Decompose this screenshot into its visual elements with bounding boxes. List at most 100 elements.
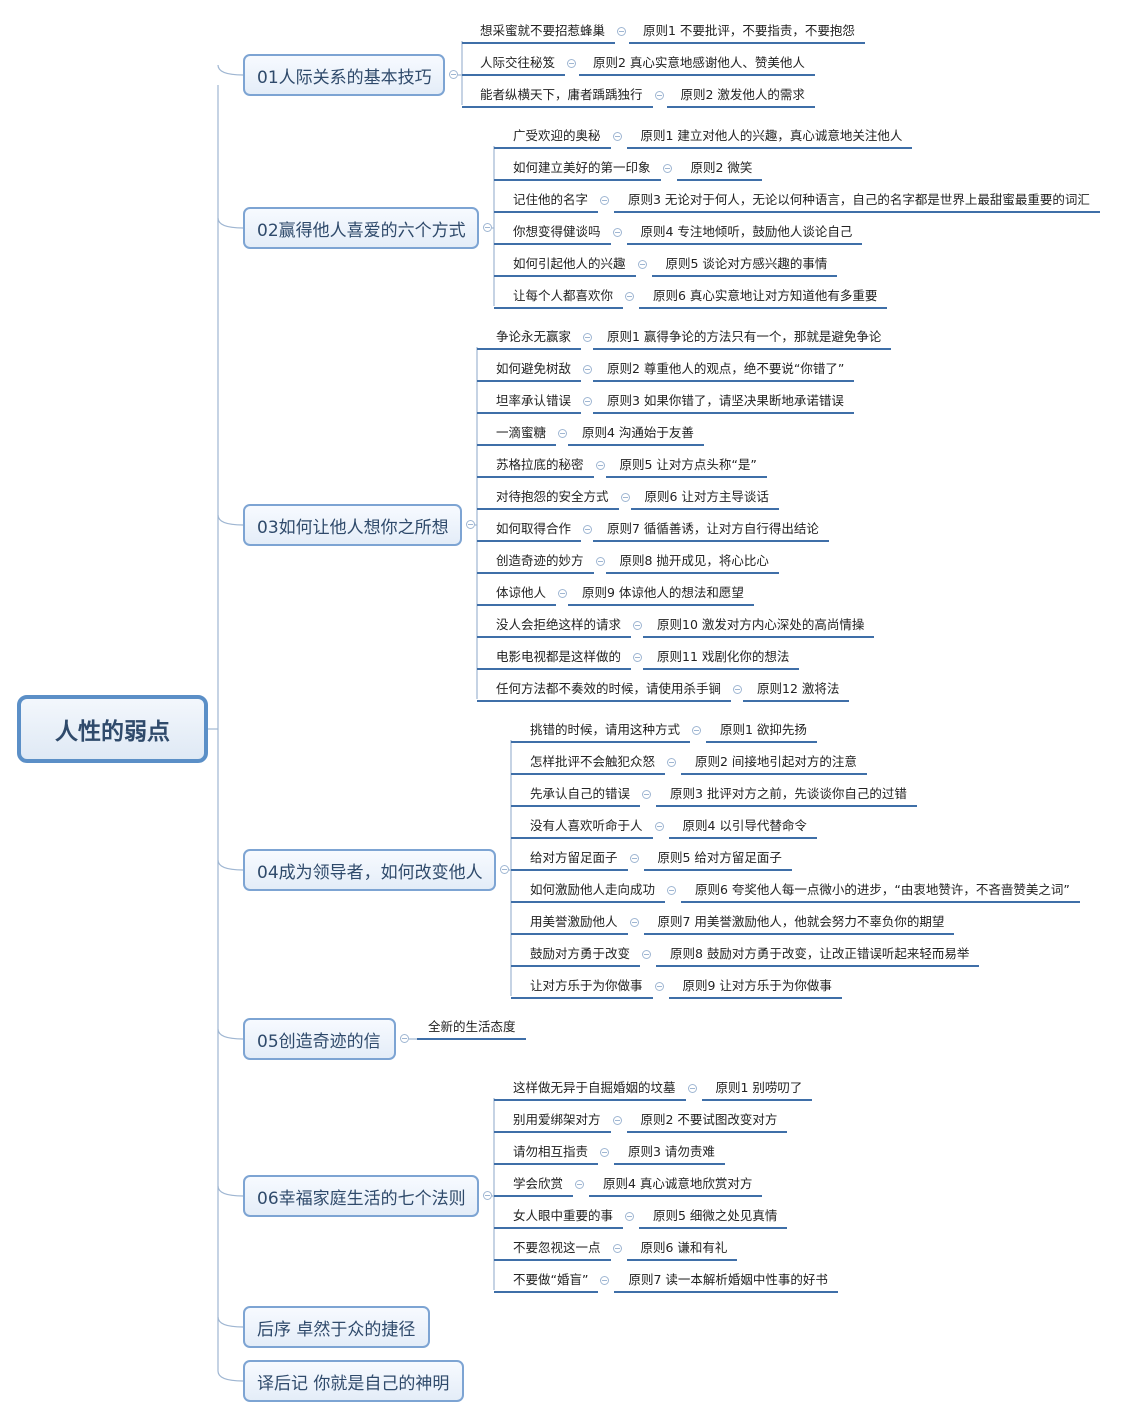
subtopic-label[interactable]: 人际交往秘笈 — [480, 55, 556, 70]
collapse-toggle-icon[interactable] — [642, 950, 651, 959]
subtopic-label[interactable]: 让每个人都喜欢你 — [513, 288, 614, 303]
collapse-toggle-icon[interactable] — [654, 982, 664, 991]
principle-underline — [568, 604, 754, 606]
subtopic-label[interactable]: 这样做无异于自掘婚姻的坟墓 — [513, 1080, 676, 1095]
section-topic[interactable]: 译后记 你就是自己的神明 — [243, 1360, 464, 1402]
subtopic-label[interactable]: 没人会拒绝这样的请求 — [496, 617, 622, 632]
section-connector — [217, 514, 244, 526]
subtopic-label[interactable]: 如何建立美好的第一印象 — [513, 160, 651, 175]
section-connector — [217, 1028, 244, 1040]
subtopic-label[interactable]: 别用爱绑架对方 — [513, 1112, 601, 1127]
subtopic-label[interactable]: 给对方留足面子 — [530, 850, 618, 865]
collapse-toggle-icon[interactable] — [654, 91, 664, 100]
section-topic[interactable]: 03如何让他人想你之所想 — [243, 504, 462, 546]
collapse-toggle-icon[interactable] — [600, 1148, 609, 1157]
subtopic-label[interactable]: 你想变得健谈吗 — [513, 224, 601, 239]
collapse-toggle-icon[interactable] — [466, 520, 475, 529]
collapse-toggle-icon[interactable] — [567, 59, 576, 68]
subtopic-label[interactable]: 体谅他人 — [496, 585, 547, 600]
collapse-toggle-icon[interactable] — [612, 1116, 622, 1125]
subtopic-label[interactable]: 先承认自己的错误 — [530, 786, 631, 801]
collapse-toggle-icon[interactable] — [642, 790, 651, 799]
subtopic-underline — [477, 540, 581, 542]
subtopic-label[interactable]: 让对方乐于为你做事 — [530, 978, 643, 993]
collapse-toggle-icon[interactable] — [449, 70, 458, 79]
subtopic-label[interactable]: 鼓励对方勇于改变 — [530, 946, 631, 961]
collapse-toggle-icon[interactable] — [583, 397, 592, 406]
collapse-toggle-icon[interactable] — [637, 260, 647, 269]
subtopic-label[interactable]: 记住他的名字 — [513, 192, 589, 207]
collapse-toggle-icon[interactable] — [612, 132, 622, 141]
collapse-toggle-icon[interactable] — [558, 589, 567, 598]
subtopic-label[interactable]: 电影电视都是这样做的 — [496, 649, 622, 664]
collapse-toggle-icon[interactable] — [583, 525, 592, 534]
collapse-toggle-icon[interactable] — [595, 461, 605, 470]
subtopic-label[interactable]: 不要忽视这一点 — [513, 1240, 601, 1255]
collapse-toggle-icon[interactable] — [583, 365, 592, 374]
subtopic-label[interactable]: 任何方法都不奏效的时候，请使用杀手锏 — [496, 681, 722, 696]
subtopic-label[interactable]: 想采蜜就不要招惹蜂巢 — [480, 23, 606, 38]
section-topic[interactable]: 05创造奇迹的信 — [243, 1018, 396, 1060]
subtopic-label[interactable]: 一滴蜜糖 — [496, 425, 547, 440]
principle-label: 原则12 激将法 — [757, 681, 840, 696]
collapse-toggle-icon[interactable] — [600, 196, 609, 205]
collapse-toggle-icon[interactable] — [600, 1276, 610, 1285]
collapse-toggle-icon[interactable] — [625, 292, 634, 301]
collapse-toggle-icon[interactable] — [500, 865, 509, 874]
section-topic[interactable]: 06幸福家庭生活的七个法则 — [243, 1175, 479, 1217]
collapse-toggle-icon[interactable] — [687, 1084, 697, 1093]
collapse-toggle-icon[interactable] — [667, 758, 676, 767]
section-topic[interactable]: 04成为领导者，如何改变他人 — [243, 849, 496, 891]
collapse-toggle-icon[interactable] — [629, 918, 639, 927]
collapse-toggle-icon[interactable] — [617, 27, 626, 36]
collapse-toggle-icon[interactable] — [662, 164, 672, 173]
collapse-toggle-icon[interactable] — [612, 228, 622, 237]
principle-underline — [643, 869, 792, 871]
collapse-toggle-icon[interactable] — [692, 726, 701, 735]
subtopic-label[interactable]: 用美誉激励他人 — [530, 914, 618, 929]
collapse-toggle-icon[interactable] — [625, 1212, 634, 1221]
subtopic-label[interactable]: 对待抱怨的安全方式 — [496, 489, 609, 504]
collapse-toggle-icon[interactable] — [629, 854, 639, 863]
principle-underline — [593, 380, 855, 382]
collapse-toggle-icon[interactable] — [620, 493, 630, 502]
subtopic-label[interactable]: 不要做“婚盲” — [513, 1272, 589, 1287]
subtopic-label[interactable]: 挑错的时候，请用这种方式 — [530, 722, 681, 737]
subtopic-label[interactable]: 没有人喜欢听命于人 — [530, 818, 643, 833]
section-topic[interactable]: 后序 卓然于众的捷径 — [243, 1306, 430, 1348]
collapse-toggle-icon[interactable] — [633, 653, 642, 662]
collapse-toggle-icon[interactable] — [400, 1034, 409, 1043]
subtopic-label[interactable]: 创造奇迹的妙方 — [496, 553, 584, 568]
root-topic[interactable]: 人性的弱点 — [17, 695, 208, 763]
subtopic-label[interactable]: 坦率承认错误 — [496, 393, 572, 408]
section-topic[interactable]: 02赢得他人喜爱的六个方式 — [243, 207, 479, 249]
principle-underline — [626, 243, 863, 245]
collapse-toggle-icon[interactable] — [612, 1244, 622, 1253]
subtopic-label[interactable]: 如何取得合作 — [496, 521, 572, 536]
subtopic-label[interactable]: 广受欢迎的奥秘 — [513, 128, 601, 143]
collapse-toggle-icon[interactable] — [583, 333, 592, 342]
subtopic-label[interactable]: 争论永无赢家 — [496, 329, 572, 344]
collapse-toggle-icon[interactable] — [667, 886, 676, 895]
subtopic-label[interactable]: 全新的生活态度 — [428, 1019, 516, 1034]
collapse-toggle-icon[interactable] — [483, 1191, 492, 1200]
collapse-toggle-icon[interactable] — [483, 223, 492, 232]
collapse-toggle-icon[interactable] — [633, 621, 642, 630]
collapse-toggle-icon[interactable] — [654, 822, 664, 831]
subtopic-label[interactable]: 请勿相互指责 — [513, 1144, 589, 1159]
subtopic-label[interactable]: 苏格拉底的秘密 — [496, 457, 584, 472]
subtopic-label[interactable]: 女人眼中重要的事 — [513, 1208, 614, 1223]
subtopic-label[interactable]: 学会欣赏 — [513, 1176, 564, 1191]
subtopic-label[interactable]: 如何引起他人的兴趣 — [513, 256, 626, 271]
subtopic-underline — [494, 243, 611, 245]
section-topic[interactable]: 01人际关系的基本技巧 — [243, 54, 445, 96]
collapse-toggle-icon[interactable] — [558, 429, 567, 438]
subtopic-label[interactable]: 怎样批评不会触犯众怒 — [530, 754, 656, 769]
principle-label: 原则1 欲抑先扬 — [720, 722, 807, 737]
collapse-toggle-icon[interactable] — [733, 685, 742, 694]
collapse-toggle-icon[interactable] — [575, 1180, 584, 1189]
collapse-toggle-icon[interactable] — [595, 557, 605, 566]
subtopic-label[interactable]: 能者纵横天下，庸者踽踽独行 — [480, 87, 643, 102]
subtopic-label[interactable]: 如何避免树敌 — [496, 361, 572, 376]
subtopic-label[interactable]: 如何激励他人走向成功 — [530, 882, 656, 897]
